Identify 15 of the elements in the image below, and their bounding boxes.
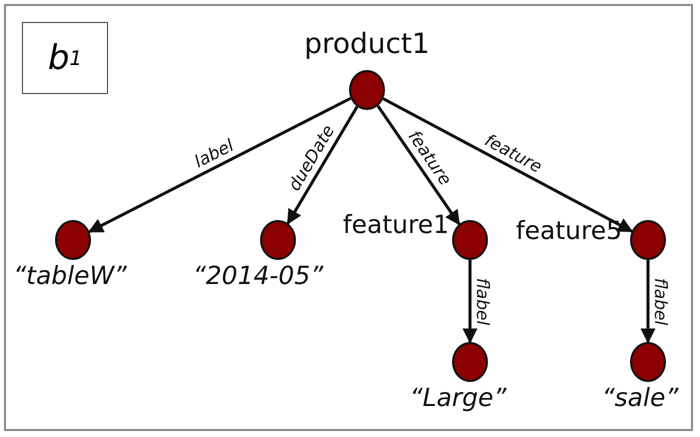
arrow: [376, 105, 460, 226]
edge-label: flabel: [474, 277, 490, 325]
node-label: feature5: [516, 218, 622, 243]
arrow: [462, 260, 478, 344]
node-label: product1: [304, 30, 430, 58]
arrow: [640, 260, 656, 344]
node-label: “2014-05”: [192, 263, 324, 288]
node-label: “tableW”: [13, 263, 127, 288]
node-label: “Large”: [410, 385, 506, 410]
arrow: [286, 106, 358, 225]
arrow: [88, 97, 352, 233]
edge-label: flabel: [652, 277, 668, 325]
node-label: “sale”: [602, 385, 678, 410]
arrow: [382, 97, 634, 233]
node-label: feature1: [342, 212, 449, 237]
